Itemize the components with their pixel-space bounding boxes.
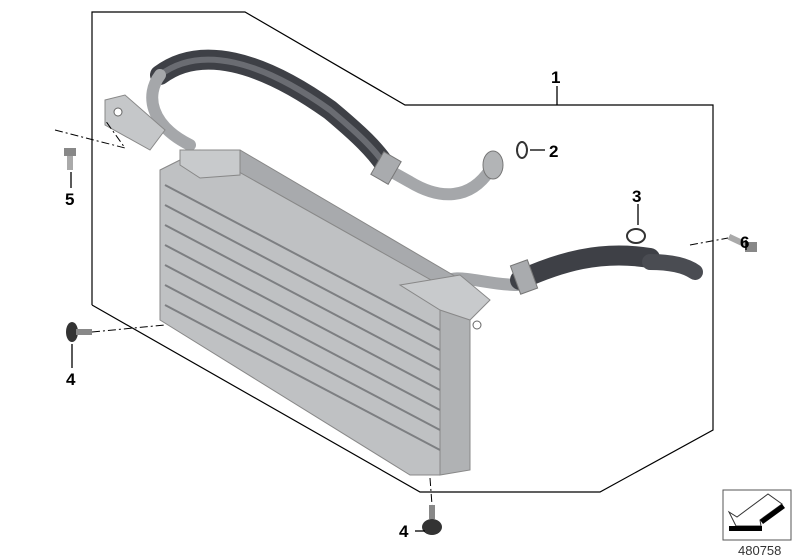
direction-arrow-icon [722,489,792,541]
callout-4a: 4 [66,370,76,389]
callout-5: 5 [65,190,74,209]
callout-4b: 4 [399,522,409,541]
lower-hose [434,245,703,295]
callout-6: 6 [740,233,749,252]
reference-number: 480758 [738,543,781,558]
o-ring-2 [516,141,528,159]
rubber-mount-4a [66,322,92,342]
assembly-frame [91,11,714,493]
screw-6 [727,234,757,252]
rubber-mount-4b [422,505,442,535]
screw-5 [64,148,76,170]
o-ring-3 [626,228,646,244]
callout-3: 3 [632,187,641,206]
callout-2: 2 [549,142,558,161]
callout-1: 1 [551,68,560,87]
upper-hose [146,49,504,201]
oil-cooler [159,149,491,476]
guide-lines [54,119,729,506]
leader-lines [70,86,747,532]
